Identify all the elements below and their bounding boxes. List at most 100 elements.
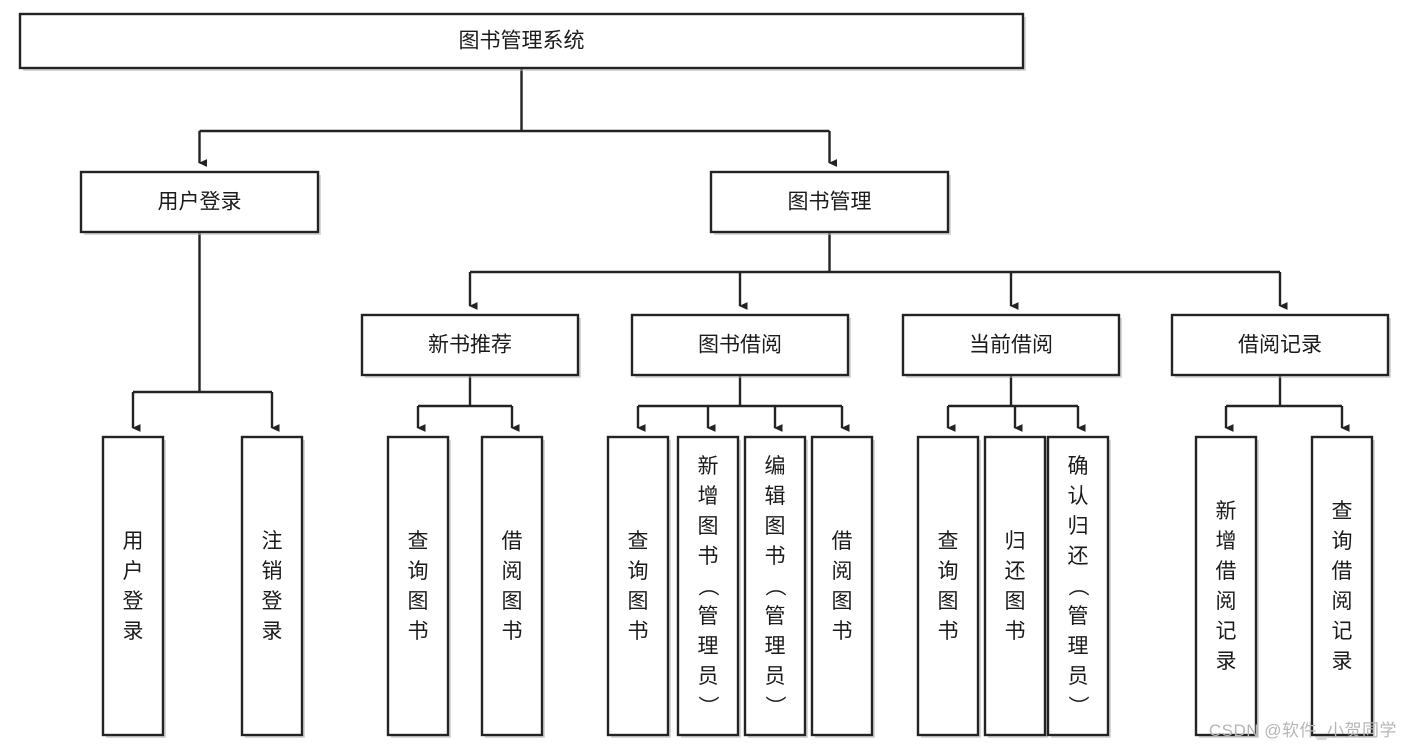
node-box[interactable] [386,435,450,737]
node-label-char: 登 [262,590,283,613]
node-root[interactable]: 图书管理系统 [18,12,1026,71]
node-label-char: 户 [123,560,144,583]
node-label-char: 还 [1005,560,1026,583]
node-label-char: （ [1066,576,1089,597]
node-label-char: 借 [832,530,853,553]
node-label-char: 编 [765,455,786,478]
node-box[interactable] [630,313,850,377]
node-box[interactable] [480,435,544,737]
node-label-char: 理 [1068,635,1089,658]
node-label-char: 增 [1216,530,1237,553]
node-box[interactable] [18,12,1025,70]
node-box[interactable] [676,435,740,737]
node-current[interactable]: 当前借阅 [901,313,1122,378]
node-label-char: 员 [698,665,719,688]
csdn-watermark: CSDN @软件_小贺同学 [1208,721,1397,740]
node-login[interactable]: 用户登录 [79,170,321,235]
node-label-char: 图 [832,590,853,613]
node-label-char: 询 [1332,530,1353,553]
node-label-char: ） [696,696,719,717]
node-label-char: （ [763,576,786,597]
node-label-char: 询 [408,560,429,583]
node-label-char: 注 [262,530,283,553]
node-label-char: 书 [628,620,649,643]
node-label-char: 登 [123,590,144,613]
node-box[interactable] [709,170,950,234]
node-label: 当前借阅 [969,334,1053,357]
edge-group-borrow [636,375,850,432]
node-box[interactable] [360,313,580,377]
node-label-char: 借 [1216,560,1237,583]
node-box[interactable] [743,435,807,737]
node-label-char: 增 [698,485,719,508]
node-label-char: 图 [502,590,523,613]
node-label-char: 查 [1332,500,1353,523]
node-label-char: 新 [1216,500,1237,523]
node-label-char: 询 [938,560,959,583]
edge-group-current [946,375,1086,432]
node-label-char: 辑 [765,485,786,508]
node-label-char: 图 [408,590,429,613]
node-newbook[interactable]: 新书推荐 [360,313,581,378]
node-label-char: 理 [765,635,786,658]
node-label-char: 书 [832,620,853,643]
node-box[interactable] [240,435,304,737]
edge-group-bookmgmt [468,232,1288,310]
node-label-char: 借 [1332,560,1353,583]
node-label-char: 图 [765,515,786,538]
edge-group-newbook [416,375,520,432]
node-label-char: 归 [1068,515,1089,538]
node-label-char: 新 [698,455,719,478]
node-label: 借阅记录 [1238,334,1322,357]
node-label-char: 录 [1332,650,1353,673]
node-box[interactable] [916,435,980,737]
node-box[interactable] [983,435,1047,737]
node-label-char: 管 [1068,605,1089,628]
node-label-char: 查 [628,530,649,553]
node-label: 图书管理系统 [459,30,585,53]
node-l1[interactable]: 用户登录 [101,435,166,738]
node-label-char: 录 [1216,650,1237,673]
node-label: 用户登录 [158,191,242,214]
node-label-char: 阅 [502,560,523,583]
node-label-char: （ [696,576,719,597]
node-label: 图书管理 [788,191,872,214]
node-borrow[interactable]: 图书借阅 [630,313,851,378]
node-box[interactable] [810,435,874,737]
node-label-char: 阅 [832,560,853,583]
node-box[interactable] [901,313,1121,377]
node-label-char: 理 [698,635,719,658]
node-records[interactable]: 借阅记录 [1170,313,1391,378]
node-box[interactable] [79,170,320,234]
node-box[interactable] [1194,435,1258,737]
node-label: 新书推荐 [428,334,512,357]
node-label-char: 员 [1068,665,1089,688]
node-label-char: 录 [262,620,283,643]
node-box[interactable] [101,435,165,737]
node-label-char: 阅 [1332,590,1353,613]
node-bookmgmt[interactable]: 图书管理 [709,170,951,235]
node-box[interactable] [1310,435,1374,737]
node-label-char: 书 [698,545,719,568]
node-box[interactable] [1046,435,1110,737]
edge-group-records [1224,375,1350,432]
node-box[interactable] [606,435,670,737]
node-label-char: ） [1066,696,1089,717]
node-label-char: 记 [1332,620,1353,643]
node-label-char: 管 [698,605,719,628]
node-label-char: 认 [1068,485,1089,508]
node-box[interactable] [1170,313,1390,377]
